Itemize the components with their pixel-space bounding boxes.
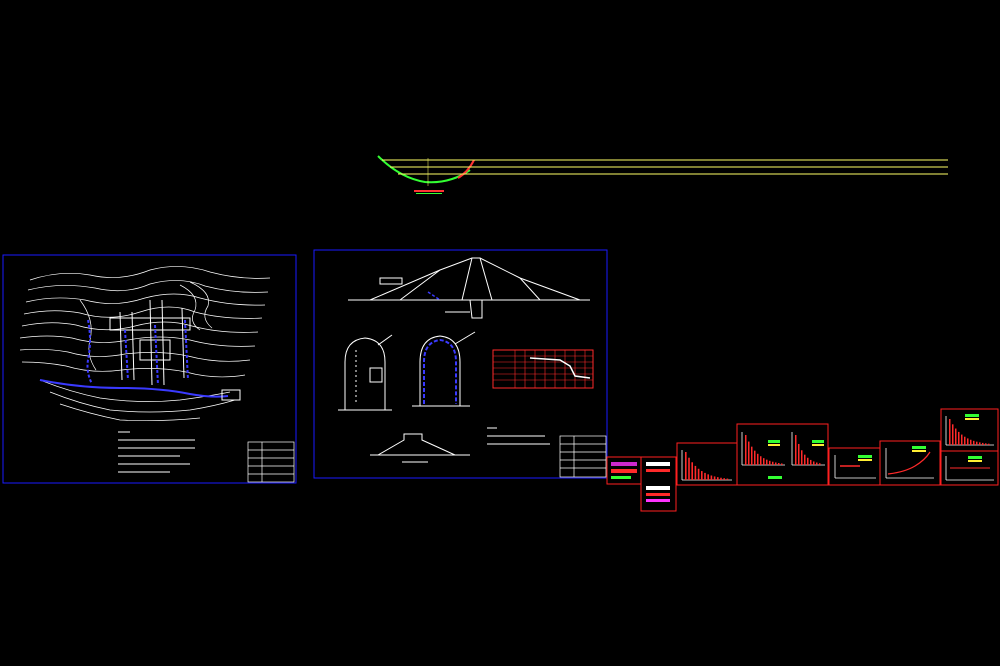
- decorative-bar: [967, 438, 969, 445]
- plan-notes: [118, 431, 195, 473]
- decorative-bar: [763, 458, 765, 465]
- plan-water-route: [39, 319, 229, 398]
- decorative-bar: [720, 477, 722, 480]
- dam-cross-section: [348, 257, 590, 319]
- decorative-bar: [958, 431, 960, 445]
- plan-title-block: [247, 441, 295, 483]
- decorative-bar: [964, 436, 966, 445]
- small-sheet-8[interactable]: [940, 450, 999, 486]
- decorative-bar: [961, 434, 963, 445]
- decorative-bar: [697, 468, 700, 480]
- section-sheet[interactable]: [313, 249, 608, 479]
- decorative-bar: [810, 459, 812, 465]
- plan-sheet[interactable]: [2, 254, 297, 484]
- decorative-bar: [952, 424, 954, 445]
- decorative-bar: [970, 439, 972, 445]
- profile-caption-mark-2: [416, 193, 442, 194]
- decorative-bar: [751, 446, 753, 465]
- decorative-bar: [760, 456, 762, 465]
- contour-lines: [19, 266, 271, 422]
- tunnel-dim-line: [454, 331, 476, 345]
- profile-caption-mark: [414, 190, 444, 192]
- decorative-bar: [694, 465, 697, 480]
- bars-4b: [795, 435, 821, 465]
- decorative-bar: [754, 450, 756, 465]
- decorative-bar: [988, 443, 990, 445]
- tunnel-section-right: [412, 335, 470, 407]
- decorative-bar: [726, 478, 729, 480]
- bars-7: [949, 419, 990, 445]
- small-sheet-7[interactable]: [940, 408, 999, 452]
- decorative-bar: [955, 428, 957, 445]
- small-sheet-6[interactable]: [879, 440, 941, 486]
- decorative-bar: [949, 419, 951, 445]
- decorative-bar: [795, 435, 797, 465]
- decorative-bar: [691, 462, 693, 480]
- plan-outlet-box: [221, 389, 241, 401]
- decorative-bar: [757, 453, 759, 465]
- profile-curve-red: [457, 159, 475, 179]
- decorative-bar: [704, 472, 706, 480]
- decorative-bar: [685, 452, 687, 480]
- decorative-bar: [778, 462, 780, 465]
- bars-3: [685, 452, 729, 480]
- decorative-bar: [766, 459, 768, 465]
- small-sheet-4[interactable]: [736, 423, 829, 486]
- small-sheets[interactable]: [606, 408, 999, 512]
- decorative-bar: [745, 435, 747, 465]
- decorative-bar: [717, 477, 719, 480]
- decorative-bar: [688, 457, 690, 480]
- decorative-bar: [816, 462, 818, 465]
- plan-structures: [109, 299, 191, 386]
- decorative-bar: [979, 442, 981, 445]
- decorative-bar: [976, 441, 978, 445]
- longitudinal-profile[interactable]: [377, 155, 948, 194]
- decorative-bar: [804, 454, 806, 465]
- small-sheet-2[interactable]: [640, 456, 677, 512]
- decorative-bar: [801, 450, 803, 465]
- decorative-bar: [701, 471, 703, 480]
- decorative-bar: [798, 443, 800, 465]
- decorative-bar: [772, 461, 774, 465]
- decorative-bar: [713, 476, 716, 480]
- schedule-table: [492, 349, 594, 389]
- tunnel-section-left: [338, 334, 393, 411]
- dam-blue-accent: [427, 291, 441, 301]
- bars-4a: [745, 435, 783, 465]
- decorative-bar: [781, 463, 783, 465]
- decorative-bar: [985, 443, 987, 445]
- plan-sheet-border: [2, 254, 297, 484]
- section-notes: [487, 427, 550, 445]
- decorative-bar: [723, 478, 725, 480]
- decorative-bar: [775, 462, 777, 465]
- section-sheet-border: [313, 249, 608, 479]
- decorative-bar: [813, 461, 815, 465]
- section-title-block: [559, 435, 607, 478]
- decorative-bar: [707, 474, 709, 480]
- embankment-section: [370, 433, 470, 463]
- tunnel-lining-blue: [423, 338, 457, 404]
- decorative-bar: [807, 457, 809, 465]
- decorative-bar: [973, 440, 975, 445]
- decorative-bar: [982, 442, 984, 445]
- decorative-bar: [819, 463, 821, 465]
- decorative-bar: [710, 475, 713, 480]
- decorative-bar: [748, 441, 750, 465]
- decorative-bar: [769, 460, 771, 465]
